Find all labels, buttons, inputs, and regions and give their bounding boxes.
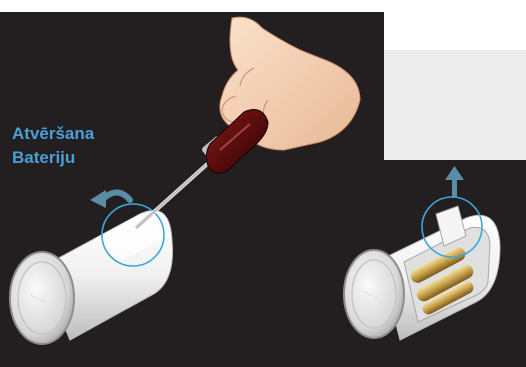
caption-line-1: Atvēršana — [12, 122, 94, 146]
caption-text: Atvēršana Bateriju — [12, 122, 94, 170]
info-panel — [384, 50, 526, 160]
caption-line-2: Bateriju — [12, 146, 94, 170]
